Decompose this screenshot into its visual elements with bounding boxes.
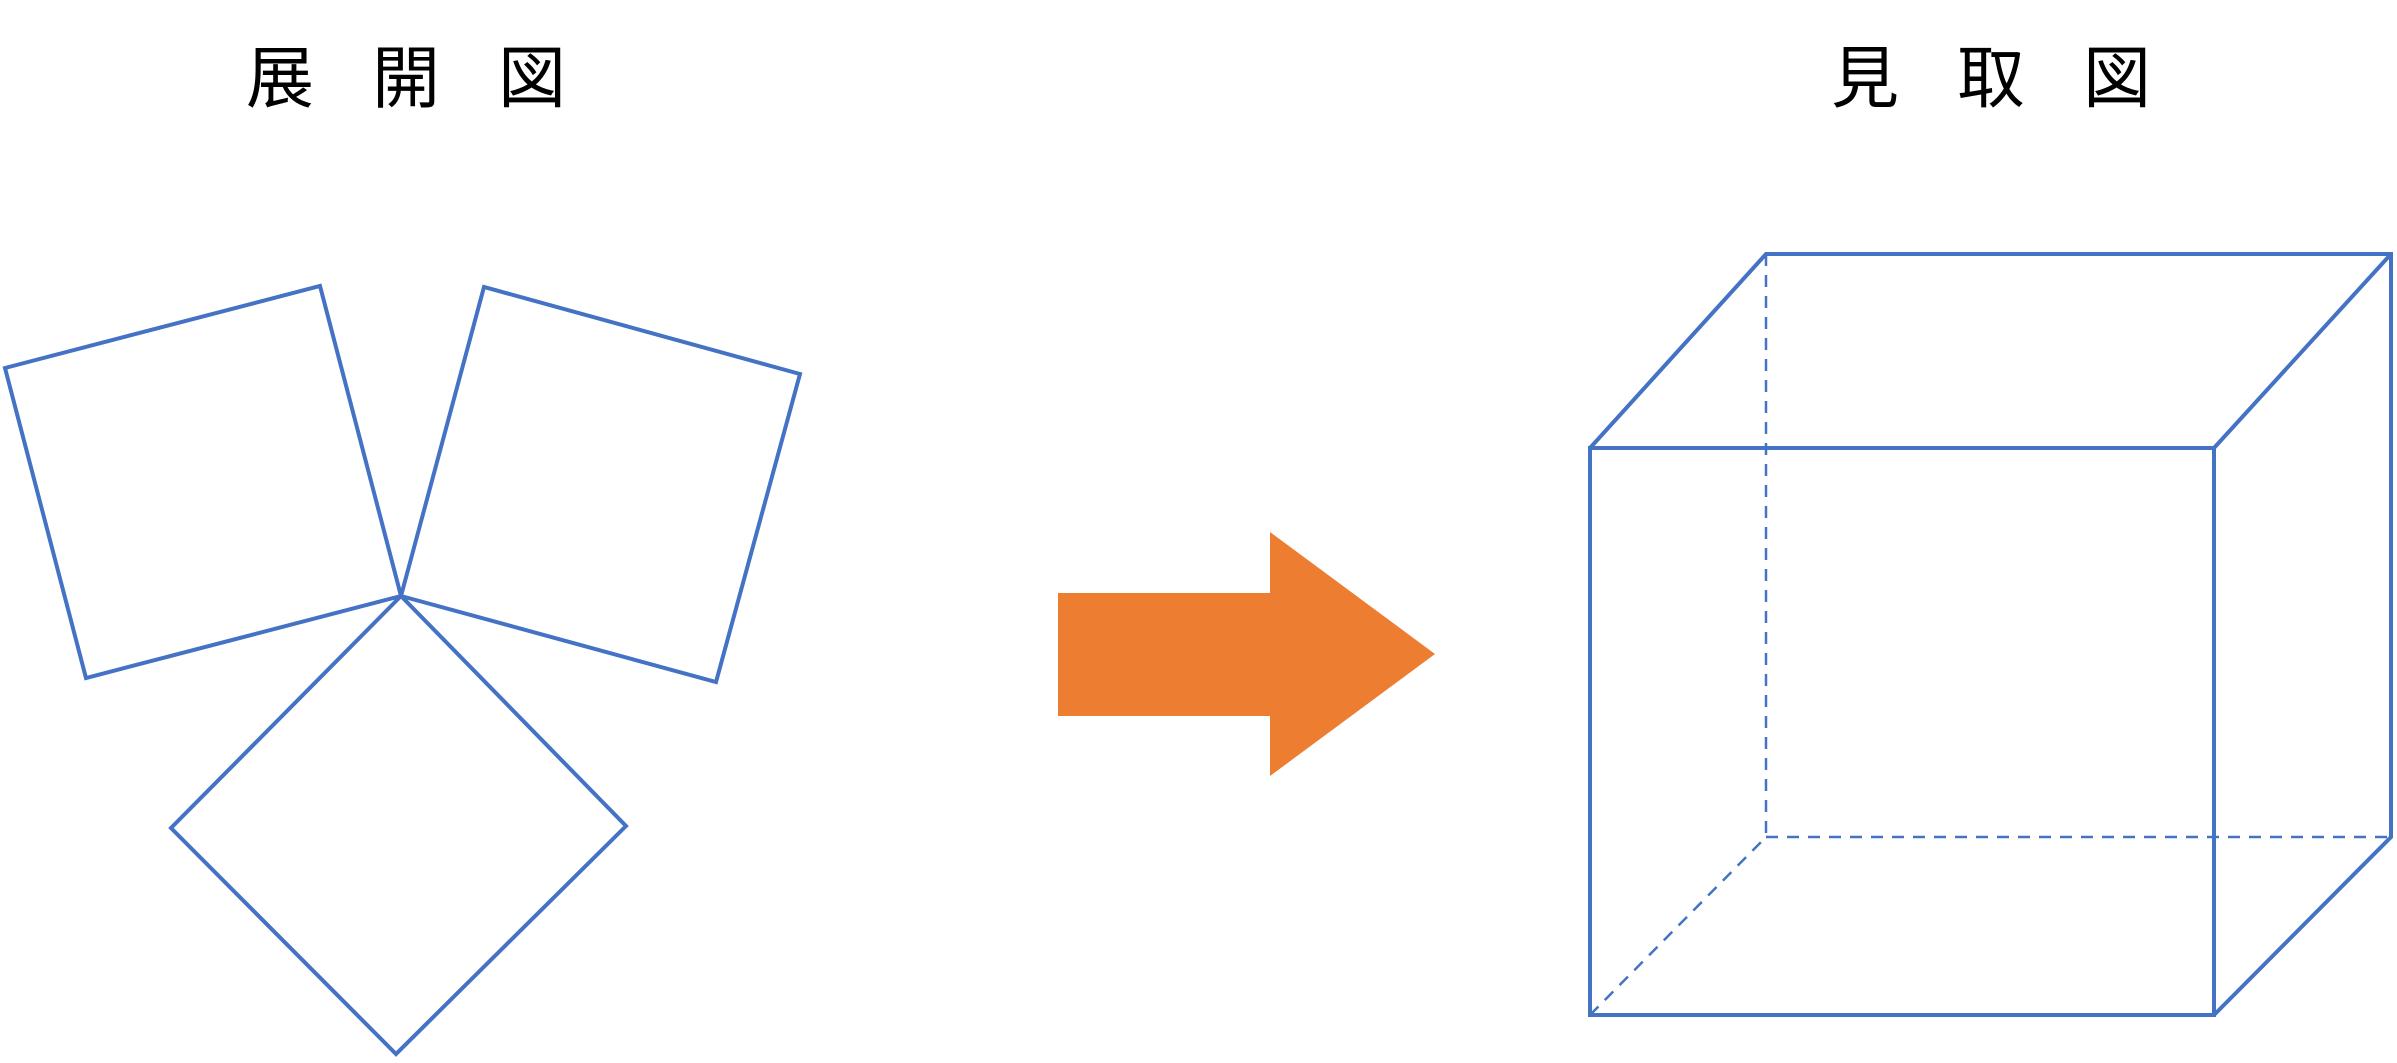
net-face-right [398, 284, 803, 685]
sketch-title: 見取図 [1831, 40, 2209, 119]
front-face [1588, 446, 2216, 1017]
net-face-bottom [168, 593, 629, 1057]
net-title: 展開図 [246, 40, 624, 119]
hidden-edge-diagonal [1589, 836, 1767, 1016]
visible-back-edges [1588, 252, 2393, 1017]
cube-net [2, 283, 803, 1057]
net-face-left [2, 283, 404, 681]
right-arrow [1058, 532, 1435, 776]
cube-sketch [1588, 252, 2393, 1017]
top-right-edge [2212, 252, 2393, 450]
